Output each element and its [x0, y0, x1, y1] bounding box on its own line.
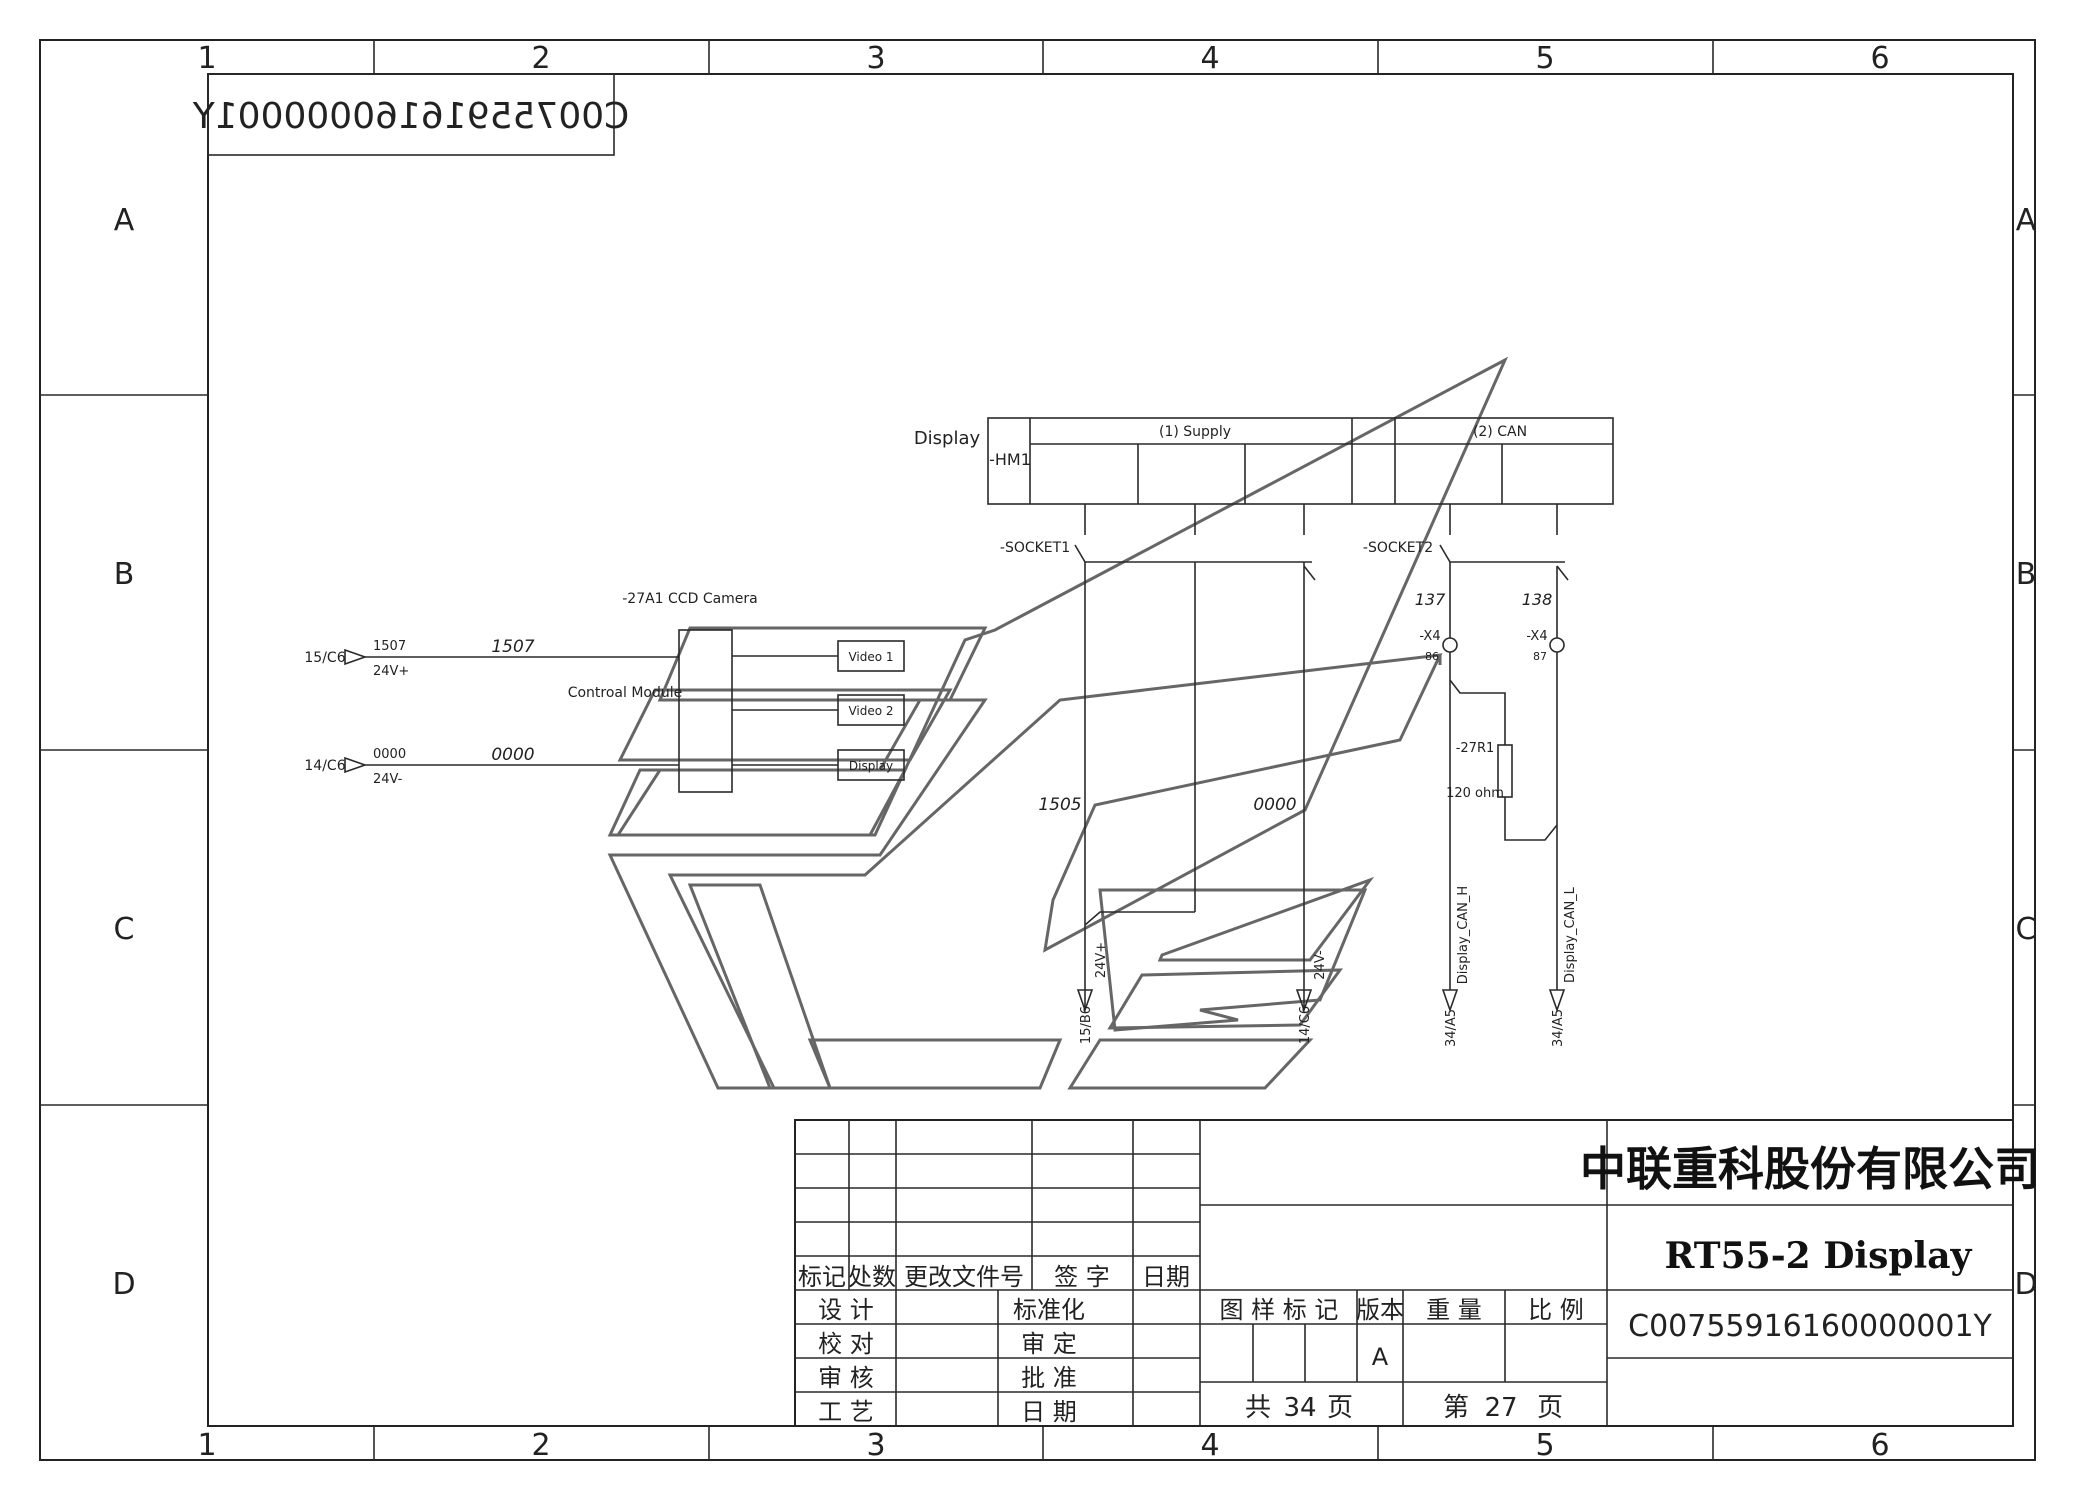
total-label: 共	[1245, 1393, 1271, 1423]
col-label: 5	[1535, 1428, 1554, 1463]
can-group-label: (2) CAN	[1473, 424, 1527, 440]
can-term1-tag: -X4	[1419, 629, 1440, 644]
input1-signal: 24V+	[373, 664, 409, 679]
can-branch: 137 138 -X4 86 -X4 87 -27R1 120 ohm Disp…	[1415, 562, 1578, 1047]
can-out2-signal: Display_CAN_L	[1563, 886, 1578, 983]
header-mark: 标记	[798, 1263, 846, 1291]
drawing-number: C00755916160000001Y	[1628, 1309, 1992, 1344]
can-wire-1: 137	[1415, 590, 1446, 609]
supply-out1-ref: 15/B6	[1079, 1006, 1094, 1044]
camera-title: -27A1 CCD Camera	[622, 591, 758, 607]
display-tag: -HM1	[989, 450, 1031, 469]
pattern-mark-label: 图 样 标 记	[1220, 1296, 1339, 1324]
version-label: 版本	[1356, 1296, 1404, 1324]
can-out1-ref: 34/A5	[1444, 1009, 1459, 1047]
col-label: 2	[531, 1428, 550, 1463]
sheet-number: 27	[1484, 1393, 1517, 1423]
display-port: Display	[849, 759, 893, 773]
col-label: 3	[866, 1428, 885, 1463]
header-count: 处数	[848, 1263, 896, 1291]
page-unit-2: 页	[1537, 1393, 1563, 1423]
col-label: 1	[197, 41, 216, 76]
row-label: D	[2014, 1267, 2037, 1302]
row-label: B	[2016, 557, 2037, 592]
resistor-tag: -27R1	[1456, 741, 1495, 756]
can-out2-ref: 34/A5	[1551, 1009, 1566, 1047]
sockets: -SOCKET1 -SOCKET2	[1000, 504, 1569, 1010]
col-label: 2	[531, 41, 550, 76]
input1-wire: 1507	[373, 639, 406, 654]
scale-label: 比 例	[1528, 1296, 1584, 1324]
supply-out1-signal: 24V+	[1094, 942, 1109, 978]
row-label: D	[112, 1267, 135, 1302]
can-out1-signal: Display_CAN_H	[1456, 886, 1471, 984]
row-label: A	[2016, 203, 2037, 238]
row-design: 设 计	[818, 1296, 874, 1324]
weight-label: 重 量	[1426, 1296, 1482, 1324]
row-process: 工 艺	[818, 1398, 874, 1426]
row-label: C	[114, 912, 135, 947]
column-labels-top: 1 2 3 4 5 6	[197, 41, 1889, 76]
resistor-value: 120 ohm	[1446, 786, 1504, 801]
display-label: Display	[914, 428, 981, 449]
col-label: 5	[1535, 41, 1554, 76]
col-label: 1	[197, 1428, 216, 1463]
video2-port: Video 2	[848, 704, 893, 718]
company-name: 中联重科股份有限公司	[1580, 1142, 2040, 1196]
can-term1-pin: 86	[1425, 650, 1439, 663]
socket1-label: -SOCKET1	[1000, 540, 1070, 556]
input1-ref: 15/C6	[304, 650, 345, 666]
input2-ref: 14/C6	[304, 758, 345, 774]
can-term2-pin: 87	[1533, 650, 1547, 663]
supply-outputs: 1505 0000 24V+ 15/B6 24V- 14/C6	[1038, 795, 1328, 1044]
header-date: 日期	[1142, 1263, 1190, 1291]
supply-out2-ref: 14/C6	[1298, 1006, 1313, 1044]
supply-out2-signal: 24V-	[1313, 950, 1328, 980]
video1-port: Video 1	[848, 650, 893, 664]
input1-wire-label: 1507	[491, 637, 534, 657]
version-value: A	[1372, 1343, 1389, 1371]
input2-wire: 0000	[373, 747, 406, 762]
ccd-camera: -27A1 CCD Camera Controal Module Video 1…	[568, 591, 905, 793]
col-label: 6	[1870, 41, 1889, 76]
row-review: 审 核	[818, 1364, 874, 1392]
column-labels-bottom: 1 2 3 4 5 6	[197, 1428, 1889, 1463]
row-date: 日 期	[1021, 1398, 1077, 1426]
input2-signal: 24V-	[373, 772, 403, 787]
col-label: 3	[866, 41, 885, 76]
header-doc: 更改文件号	[904, 1263, 1024, 1291]
row-approve: 批 准	[1021, 1364, 1077, 1392]
mirrored-drawing-code: C00755916160000001Y	[192, 96, 630, 137]
row-standard: 标准化	[1013, 1296, 1085, 1324]
row-labels-left: A B C D	[112, 203, 135, 1302]
col-label: 6	[1870, 1428, 1889, 1463]
socket2-label: -SOCKET2	[1363, 540, 1433, 556]
page-unit-1: 页	[1327, 1393, 1353, 1423]
drawing-title: RT55-2 Display	[1665, 1235, 1973, 1277]
supply-wire-2: 0000	[1253, 795, 1296, 815]
control-module-label: Controal Module	[568, 685, 683, 701]
header-sign: 签 字	[1054, 1263, 1110, 1291]
display-hm1: Display -HM1 (1) Supply (2) CAN	[914, 417, 1614, 505]
total-pages: 34	[1283, 1393, 1316, 1423]
power-inputs: 15/C6 1507 24V+ 1507 14/C6 0000 24V- 000…	[304, 637, 679, 787]
sheet-label: 第	[1443, 1393, 1469, 1423]
row-label: C	[2016, 912, 2037, 947]
row-labels-right: A B C D	[2014, 203, 2037, 1302]
title-block: 标记 处数 更改文件号 签 字 日期 设 计 校 对 审 核 工 艺 标准化 审…	[794, 1119, 2040, 1427]
input2-wire-label: 0000	[491, 745, 534, 765]
row-check: 校 对	[818, 1330, 874, 1358]
row-audit: 审 定	[1021, 1330, 1077, 1358]
row-label: A	[114, 203, 135, 238]
supply-wire-1: 1505	[1038, 795, 1081, 815]
col-label: 4	[1200, 41, 1219, 76]
col-label: 4	[1200, 1428, 1219, 1463]
can-term2-tag: -X4	[1526, 629, 1547, 644]
supply-group-label: (1) Supply	[1159, 424, 1231, 440]
row-label: B	[114, 557, 135, 592]
can-wire-2: 138	[1522, 590, 1553, 609]
watermark-logo	[607, 356, 1509, 1090]
mirrored-code-box: C00755916160000001Y	[192, 73, 630, 156]
